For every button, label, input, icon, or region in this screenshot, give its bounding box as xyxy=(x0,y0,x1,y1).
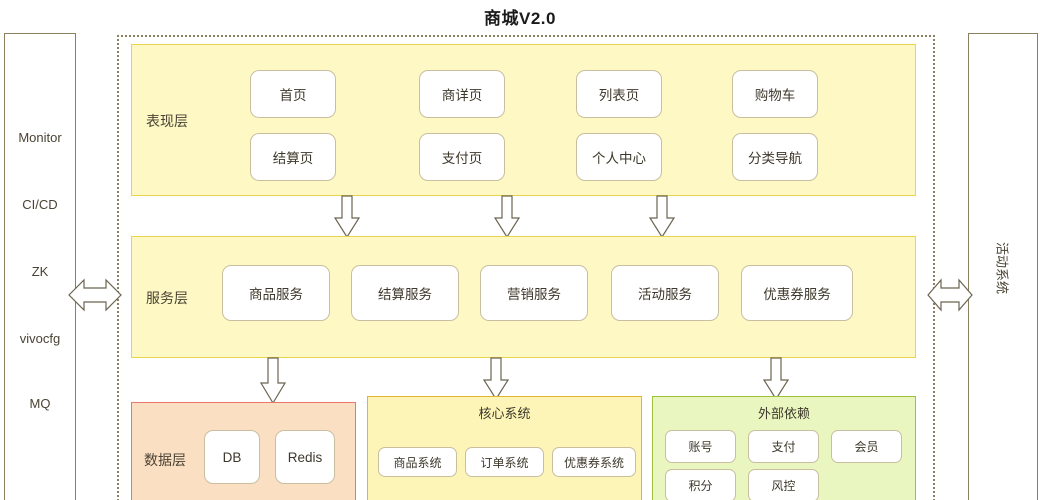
flow-arrow-service-core xyxy=(482,357,510,401)
external-deps-group: 外部依赖 账号 支付 会员 积分 风控 xyxy=(652,396,916,500)
service-layer-label: 服务层 xyxy=(146,290,188,306)
node-home-page[interactable]: 首页 xyxy=(250,70,336,118)
node-payment-page[interactable]: 支付页 xyxy=(419,133,505,181)
data-layer-label: 数据层 xyxy=(144,452,186,468)
node-shopping-cart[interactable]: 购物车 xyxy=(732,70,818,118)
flow-arrow-presentation-service-1 xyxy=(333,195,361,239)
activity-system-panel: 活动系统 xyxy=(968,33,1038,500)
node-redis[interactable]: Redis xyxy=(275,430,335,484)
node-risk-control[interactable]: 风控 xyxy=(748,469,819,500)
node-order-system[interactable]: 订单系统 xyxy=(465,447,544,477)
node-category-nav[interactable]: 分类导航 xyxy=(732,133,818,181)
flow-arrow-presentation-service-2 xyxy=(493,195,521,239)
flow-arrow-presentation-service-3 xyxy=(648,195,676,239)
node-checkout-page[interactable]: 结算页 xyxy=(250,133,336,181)
node-checkout-service[interactable]: 结算服务 xyxy=(351,265,459,321)
node-db[interactable]: DB xyxy=(204,430,260,484)
node-list-page[interactable]: 列表页 xyxy=(576,70,662,118)
right-bidirectional-arrow xyxy=(927,278,973,312)
node-user-center[interactable]: 个人中心 xyxy=(576,133,662,181)
infra-item-zk[interactable]: ZK xyxy=(31,264,49,279)
node-product-system[interactable]: 商品系统 xyxy=(378,447,457,477)
infrastructure-panel: Monitor CI/CD ZK vivocfg MQ xyxy=(4,33,76,500)
infra-item-monitor[interactable]: Monitor xyxy=(18,130,62,145)
node-coupon-service[interactable]: 优惠券服务 xyxy=(741,265,853,321)
node-points[interactable]: 积分 xyxy=(665,469,736,500)
activity-system-label: 活动系统 xyxy=(994,241,1010,295)
infra-item-cicd[interactable]: CI/CD xyxy=(22,197,58,212)
external-deps-title: 外部依赖 xyxy=(757,406,810,421)
core-system-title: 核心系统 xyxy=(478,406,531,421)
node-marketing-service[interactable]: 营销服务 xyxy=(480,265,588,321)
service-layer: 服务层 商品服务 结算服务 营销服务 活动服务 优惠券服务 xyxy=(131,236,916,358)
node-account[interactable]: 账号 xyxy=(665,430,736,463)
data-layer-group: 数据层 DB Redis xyxy=(131,402,356,500)
left-bidirectional-arrow xyxy=(68,278,122,312)
node-member[interactable]: 会员 xyxy=(831,430,902,463)
node-payment[interactable]: 支付 xyxy=(748,430,819,463)
presentation-layer: 表现层 首页 商详页 列表页 购物车 结算页 支付页 个人中心 分类导航 xyxy=(131,44,916,196)
node-product-service[interactable]: 商品服务 xyxy=(222,265,330,321)
infra-item-vivocfg[interactable]: vivocfg xyxy=(19,331,61,346)
core-system-group: 核心系统 商品系统 订单系统 优惠券系统 xyxy=(367,396,642,500)
system-boundary-frame xyxy=(117,35,935,500)
presentation-layer-label: 表现层 xyxy=(146,113,188,129)
page-title: 商城V2.0 xyxy=(484,9,556,28)
infra-item-mq[interactable]: MQ xyxy=(29,396,51,411)
node-activity-service[interactable]: 活动服务 xyxy=(611,265,719,321)
node-product-detail-page[interactable]: 商详页 xyxy=(419,70,505,118)
node-coupon-system[interactable]: 优惠券系统 xyxy=(552,447,636,477)
flow-arrow-service-external xyxy=(762,357,790,401)
flow-arrow-service-data xyxy=(259,357,287,405)
